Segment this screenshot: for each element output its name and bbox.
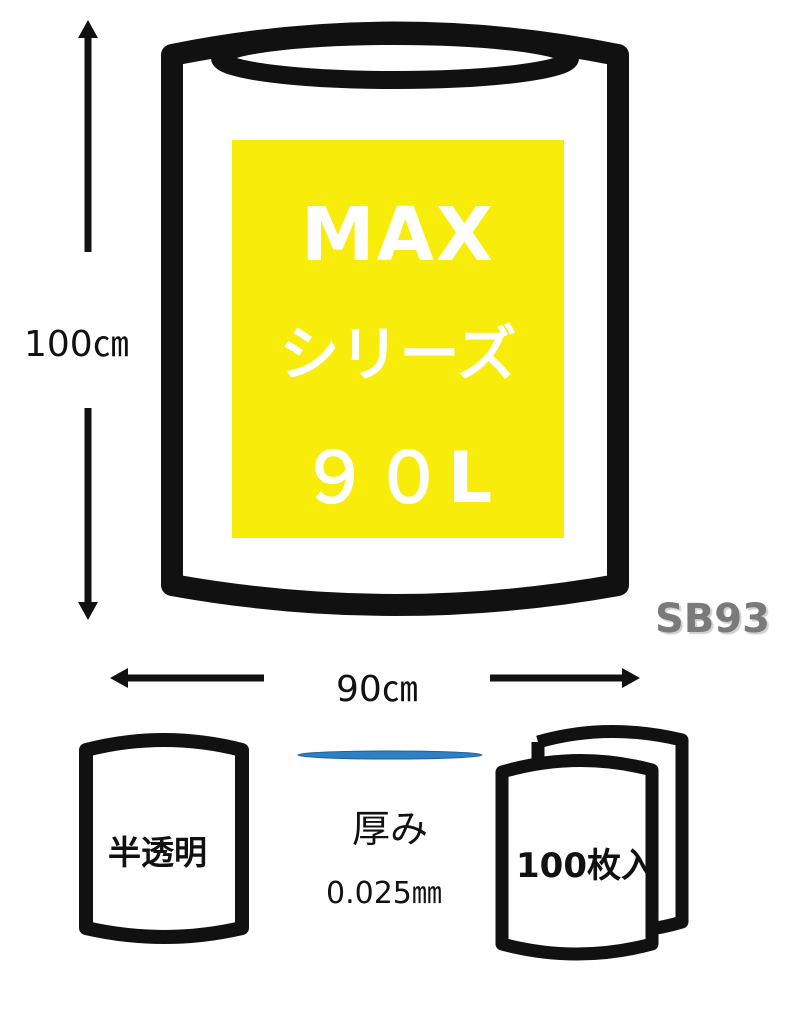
series-suffix: シリーズ [279,320,517,390]
thickness-label: 厚み [352,807,429,851]
semi-transparent-bag-icon [79,733,249,944]
transparency-label: 半透明 [108,833,207,872]
height-arrow-icon [78,20,98,620]
width-dimension: 90㎝ [336,669,418,710]
capacity-value: ９０L [299,437,497,519]
quantity-label: 100枚入 [516,846,655,886]
height-dimension: 100㎝ [24,324,129,365]
bag-roll-stack-icon [495,724,689,961]
series-name: MAX [301,192,495,278]
width-arrow-icon [110,668,640,688]
product-code: SB93 [655,596,770,642]
product-label: MAX シリーズ ９０L [232,140,564,538]
thickness-value: 0.025㎜ [326,876,442,911]
film-thickness-icon [297,750,483,760]
